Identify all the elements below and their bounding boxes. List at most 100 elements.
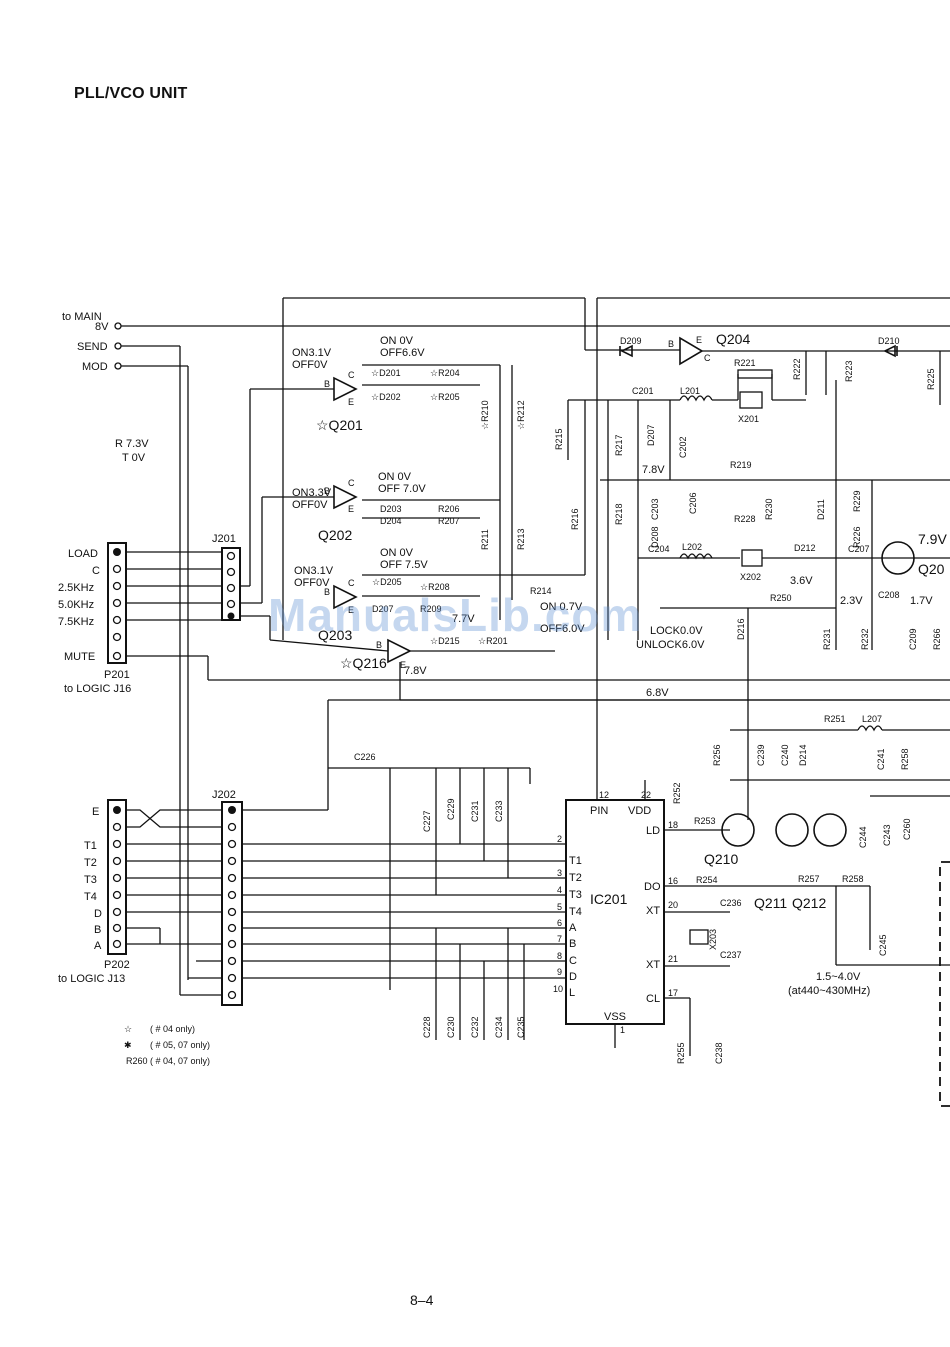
svg-text:☆D215: ☆D215	[430, 636, 460, 646]
svg-text:C235: C235	[516, 1016, 526, 1038]
svg-text:7: 7	[557, 934, 562, 944]
c237-label: C237	[720, 950, 742, 960]
d209-label: D209	[620, 336, 642, 346]
c236-label: C236	[720, 898, 742, 908]
svg-text:R266: R266	[932, 628, 942, 650]
svg-text:R207: R207	[438, 516, 460, 526]
x202-label: X202	[740, 572, 761, 582]
svg-text:R258: R258	[900, 748, 910, 770]
d212-label: D212	[794, 543, 816, 553]
svg-text:XT: XT	[646, 905, 660, 917]
q20-label: Q20	[918, 561, 945, 577]
svg-text:C202: C202	[678, 436, 688, 458]
svg-text:ON 0V: ON 0V	[378, 471, 412, 483]
svg-text:OFF6.0V: OFF6.0V	[540, 623, 585, 635]
connector-j202: J202	[180, 730, 566, 1006]
svg-text:R215: R215	[554, 428, 564, 450]
svg-text:T3: T3	[84, 874, 97, 886]
q204-stage: B E C Q204 D209 D210 R221 X201 R222 R223…	[619, 331, 950, 424]
r73-label: R 7.3V	[115, 438, 149, 450]
svg-text:☆R212: ☆R212	[516, 400, 526, 430]
svg-text:T3: T3	[569, 889, 582, 901]
svg-text:( # 04, 07 only): ( # 04, 07 only)	[150, 1056, 210, 1066]
svg-text:C260: C260	[902, 818, 912, 840]
svg-text:8: 8	[557, 951, 562, 961]
r214-label: R214	[530, 586, 552, 596]
q204-label: Q204	[716, 331, 750, 347]
svg-text:R217: R217	[614, 434, 624, 456]
svg-text:☆R201: ☆R201	[478, 636, 508, 646]
svg-text:10: 10	[553, 984, 563, 994]
svg-text:ON 0V: ON 0V	[380, 335, 414, 347]
t0-label: T 0V	[122, 452, 146, 464]
svg-text:MUTE: MUTE	[64, 651, 95, 663]
p202-label: P202	[104, 959, 130, 971]
connector-p201: LOAD C 2.5KHz 5.0KHz 7.5KHz MUTE P201 to…	[58, 542, 950, 695]
8v-label: 8V	[95, 321, 109, 333]
svg-text:D208: D208	[650, 526, 660, 548]
r250-label: R251	[824, 714, 846, 724]
svg-text:R229: R229	[852, 490, 862, 512]
l202-label: L202	[682, 542, 702, 552]
r253-label: R254	[696, 875, 718, 885]
svg-text:☆R204: ☆R204	[430, 368, 460, 378]
svg-text:C: C	[348, 478, 355, 488]
svg-text:7.9V: 7.9V	[918, 531, 947, 547]
svg-text:T1: T1	[84, 840, 97, 852]
svg-text:1.5~4.0V: 1.5~4.0V	[816, 971, 861, 983]
svg-text:C241: C241	[876, 748, 886, 770]
svg-text:12: 12	[599, 790, 609, 800]
svg-text:R260: R260	[126, 1056, 148, 1066]
svg-text:D: D	[94, 908, 102, 920]
legend-notes: ☆ ( # 04 only) ✱ ( # 05, 07 only) R260 (…	[124, 1024, 210, 1066]
svg-text:B: B	[94, 924, 101, 936]
svg-text:VDD: VDD	[628, 805, 651, 817]
q203-label: Q203	[318, 627, 352, 643]
svg-text:VSS: VSS	[604, 1011, 626, 1023]
q212-label: Q212	[792, 895, 826, 911]
q211-label: Q211	[754, 895, 787, 911]
svg-text:ON3.3V: ON3.3V	[292, 487, 332, 499]
svg-text:OFF6.6V: OFF6.6V	[380, 347, 425, 359]
vco-section: C201 L201 R217 R218 D207 C202 7.8V R219 …	[600, 380, 950, 820]
svg-text:R206: R206	[438, 504, 460, 514]
svg-text:C243: C243	[882, 824, 892, 846]
send-label: SEND	[77, 341, 108, 353]
svg-text:C230: C230	[446, 1016, 456, 1038]
svg-text:✱: ✱	[124, 1040, 132, 1050]
svg-text:LD: LD	[646, 825, 660, 837]
svg-text:16: 16	[668, 876, 678, 886]
svg-text:C245: C245	[878, 934, 888, 956]
svg-text:D211: D211	[816, 499, 826, 520]
svg-text:☆D201: ☆D201	[371, 368, 401, 378]
svg-text:B: B	[668, 339, 674, 349]
svg-text:1: 1	[620, 1025, 625, 1035]
l201-label: L201	[680, 386, 700, 396]
svg-text:☆D205: ☆D205	[372, 577, 402, 587]
svg-text:OFF 7.5V: OFF 7.5V	[380, 559, 428, 571]
svg-text:C227: C227	[422, 810, 432, 832]
svg-text:J201: J201	[212, 533, 236, 545]
p201-label: P201	[104, 669, 130, 681]
svg-text:5.0KHz: 5.0KHz	[58, 599, 94, 611]
svg-text:C: C	[92, 565, 100, 577]
svg-text:XT: XT	[646, 959, 660, 971]
to-main-label: to MAIN	[62, 311, 102, 323]
svg-text:E: E	[696, 335, 702, 345]
connector-j201: J201	[212, 388, 389, 652]
svg-text:A: A	[94, 940, 102, 952]
svg-text:☆R210: ☆R210	[480, 400, 490, 430]
svg-text:R252: R252	[672, 782, 682, 804]
bias-resistors: ☆R210 ☆R212 R211 R213 R215 R216	[480, 365, 640, 600]
svg-text:C203: C203	[650, 498, 660, 520]
svg-text:20: 20	[668, 900, 678, 910]
r223-label: R228	[734, 514, 756, 524]
svg-text:R230: R230	[764, 498, 774, 520]
svg-text:5: 5	[557, 902, 562, 912]
svg-text:R211: R211	[480, 529, 490, 550]
svg-text:C233: C233	[494, 800, 504, 822]
svg-text:T2: T2	[84, 857, 97, 869]
svg-text:R256: R256	[712, 744, 722, 766]
svg-text:R213: R213	[516, 528, 526, 550]
